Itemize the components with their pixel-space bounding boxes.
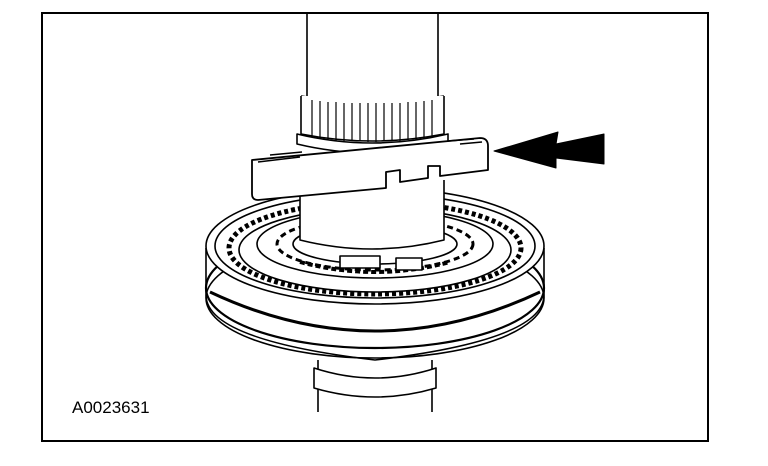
lower-shaft bbox=[313, 360, 437, 412]
pointer-arrow-icon bbox=[493, 131, 605, 169]
synchronizer-ring-icon bbox=[204, 187, 546, 361]
shaft-part-icon bbox=[296, 14, 449, 250]
tool-bracket-icon bbox=[251, 137, 489, 201]
figure-caption: A0023631 bbox=[72, 398, 150, 417]
